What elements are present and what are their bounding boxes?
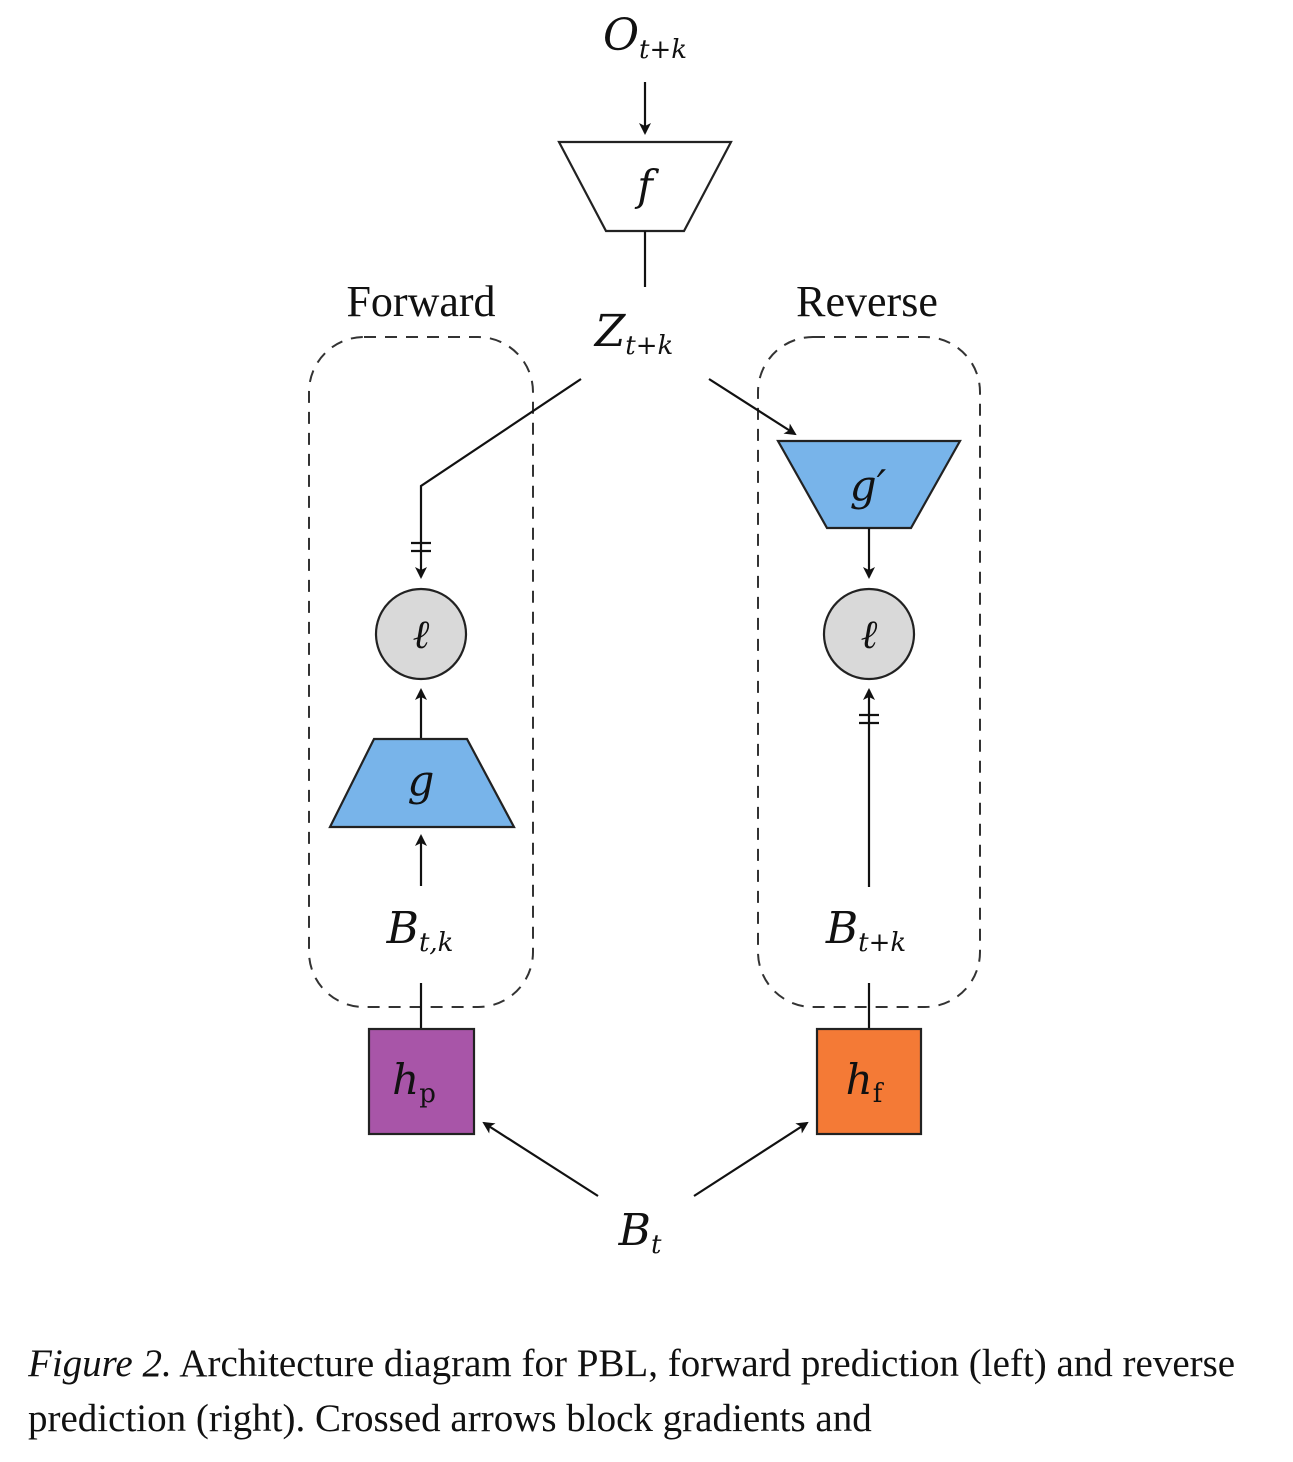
predictor-g-label: g <box>408 756 435 805</box>
figure-label: Figure 2. <box>28 1342 172 1385</box>
caption-text: Architecture diagram for PBL, forward pr… <box>28 1342 1236 1440</box>
loss-right-label: ℓ <box>861 612 878 658</box>
belief-reverse-label: Bt+k <box>825 903 906 958</box>
head-h-f <box>815 1027 923 1136</box>
loss-left-label: ℓ <box>413 612 430 658</box>
observation-label: Ot+k <box>603 10 687 65</box>
figure-caption: Figure 2. Architecture diagram for PBL, … <box>28 1336 1268 1462</box>
loss-right <box>822 587 916 681</box>
head-h-f-label: hf <box>846 1055 885 1109</box>
edge-z-to-forward-loss <box>415 378 582 579</box>
belief-forward-label: Bt,k <box>386 903 454 958</box>
architecture-diagram: Forward Reverse Ot+k f Zt+k g′ ℓ ℓ g Bt,… <box>308 10 981 1260</box>
loss-left <box>374 587 468 681</box>
belief-bt-label: Bt <box>618 1205 662 1260</box>
predictor-g <box>328 737 516 829</box>
predictor-g-prime-label: g′ <box>850 461 887 510</box>
predictor-g-prime <box>776 439 962 530</box>
edge-bt-to-hf <box>693 1121 809 1197</box>
encoder-f <box>557 140 733 233</box>
forward-group-title: Forward <box>346 277 495 326</box>
latent-z-label: Zt+k <box>593 306 674 361</box>
edge-bt-to-hp <box>482 1121 599 1197</box>
head-h-p <box>367 1027 476 1136</box>
head-h-p-label: hp <box>392 1055 436 1109</box>
reverse-group-title: Reverse <box>796 277 938 326</box>
edge-z-to-g-prime <box>708 378 797 436</box>
